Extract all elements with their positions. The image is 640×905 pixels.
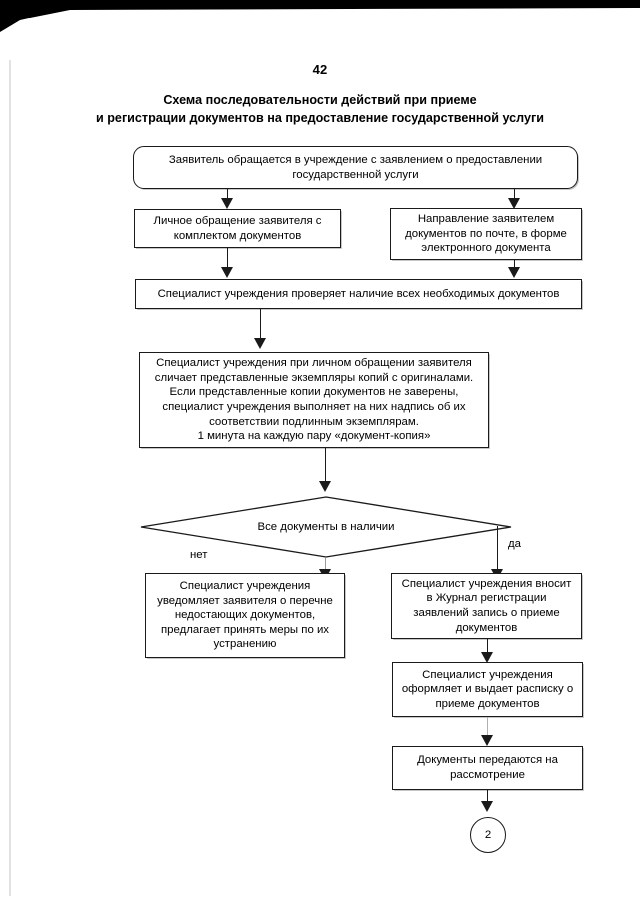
node-transfer-for-review: Документы передаются на рассмотрение (392, 746, 583, 790)
connector-transfer-to-offpage-line (487, 790, 489, 804)
connector-check-to-compare-arrow (254, 338, 266, 349)
connector-yes-branch-line (497, 526, 499, 574)
node-mail-submission: Направление заявителем документов по поч… (390, 208, 582, 260)
connector-start-to-personal-visit-arrow (221, 198, 233, 209)
connector-register-to-receipt-arrow (481, 652, 493, 663)
node-issue-receipt: Специалист учреждения оформляет и выдает… (392, 662, 583, 717)
node-decision-label: Все документы в наличии (257, 521, 395, 533)
connector-mail-to-check-arrow (508, 267, 520, 278)
connector-mail-to-check-line (514, 260, 516, 270)
connector-no-branch-line (325, 558, 327, 574)
connector-receipt-to-transfer-line (487, 717, 489, 745)
scan-artifact-top-edge (0, 0, 640, 18)
node-notify-missing-documents: Специалист учреждения уведомляет заявите… (145, 573, 345, 658)
node-compare-copies-line-6: 1 минута на каждую пару «документ-копия» (197, 430, 431, 443)
connector-personal-to-check-arrow (221, 267, 233, 278)
decision-diamond-shape (140, 496, 512, 558)
page-title-line-2: и регистрации документов на предоставлен… (96, 111, 544, 125)
page-title-line-1: Схема последовательности действий при пр… (163, 93, 477, 107)
connector-check-to-compare-line (260, 309, 262, 341)
connector-register-to-receipt-line (487, 639, 489, 657)
page-number: 42 (312, 62, 328, 77)
node-compare-copies-line-5: соответствии подлинным экземплярам. (209, 415, 419, 428)
scan-artifact-left-edge (9, 60, 11, 896)
connector-transfer-to-offpage-arrow (481, 801, 493, 812)
connector-receipt-to-transfer-arrow (481, 735, 493, 746)
node-personal-visit: Личное обращение заявителя с комплектом … (134, 209, 341, 248)
node-compare-copies-line-3: Если представленные копии документов не … (169, 386, 459, 399)
branch-label-no: нет (190, 549, 208, 561)
connector-start-to-mail-line (514, 189, 516, 201)
node-check-documents: Специалист учреждения проверяет наличие … (135, 279, 582, 309)
node-compare-copies-line-2: сличает представленные экземпляры копий … (154, 371, 474, 384)
connector-personal-to-check-line (227, 248, 229, 270)
node-register-in-journal: Специалист учреждения вносит в Журнал ре… (391, 573, 582, 639)
node-compare-copies-line-1: Специалист учреждения при личном обращен… (156, 357, 472, 370)
node-compare-copies: Специалист учреждения при личном обращен… (139, 352, 489, 448)
connector-start-to-mail-arrow (508, 198, 520, 209)
page-title: Схема последовательности действий при пр… (0, 91, 640, 127)
node-decision-all-documents: Все документы в наличии (140, 496, 512, 558)
branch-label-yes: да (508, 538, 521, 550)
node-start-applicant-request: Заявитель обращается в учреждение с заяв… (133, 146, 578, 189)
connector-compare-to-decision-line (325, 448, 327, 484)
node-offpage-connector-2: 2 (470, 817, 506, 853)
node-compare-copies-line-4: специалист учреждения выполняет на них н… (162, 401, 466, 413)
connector-compare-to-decision-arrow (319, 481, 331, 492)
connector-start-to-personal-visit-line (227, 189, 229, 201)
